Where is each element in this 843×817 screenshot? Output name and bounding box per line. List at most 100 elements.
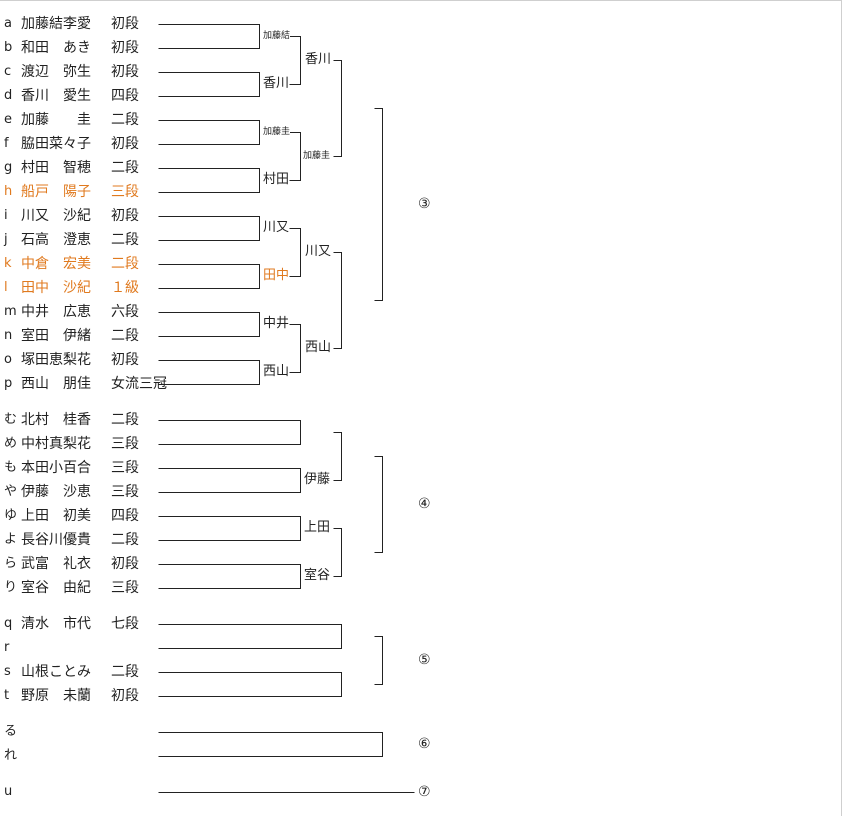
match-yu-yo	[158, 516, 301, 541]
winner-label: 西山	[305, 339, 332, 357]
match-ab	[158, 24, 260, 49]
player-rank: 初段	[111, 556, 139, 572]
winner-label: 香川	[263, 75, 290, 93]
player-name: 北村 桂香	[21, 412, 91, 428]
player-rank: 二段	[111, 232, 139, 248]
slot-letter: よ	[4, 532, 18, 547]
round-marker: ④	[418, 496, 431, 512]
player-name: 野原 未蘭	[21, 688, 91, 704]
player-name: 和田 あき	[21, 40, 91, 56]
match-kl	[158, 264, 260, 289]
player-name: 船戸 陽子	[21, 184, 91, 200]
player-rank: 初段	[111, 16, 139, 32]
player-name: 室田 伊緒	[21, 328, 91, 344]
player-rank: 二段	[111, 256, 139, 272]
player-name: 香川 愛生	[21, 88, 91, 104]
slot-letter: c	[4, 64, 12, 79]
winner-label: 伊藤	[304, 471, 331, 489]
match-gh	[158, 168, 260, 193]
player-name: 加藤 圭	[21, 112, 91, 128]
player-rank: 初段	[111, 208, 139, 224]
slot-letter: h	[4, 184, 13, 199]
match-ef	[158, 120, 260, 145]
winner-label: 加藤結	[263, 27, 291, 45]
player-name: 渡辺 弥生	[21, 64, 91, 80]
player-name: 石高 澄恵	[21, 232, 91, 248]
match-r3-1	[333, 60, 342, 157]
winner-label: 村田	[263, 171, 290, 189]
slot-letter: u	[4, 784, 13, 799]
player-rank: 二段	[111, 112, 139, 128]
winner-label: 室谷	[304, 567, 331, 585]
match-r2-1	[289, 36, 301, 85]
player-name: 川又 沙紀	[21, 208, 91, 224]
match-ru-re	[158, 732, 383, 757]
winner-label: 加藤圭	[303, 147, 331, 165]
match-cd	[158, 72, 260, 97]
player-rank: 三段	[111, 580, 139, 596]
slot-letter: れ	[4, 748, 18, 763]
player-name: 上田 初美	[21, 508, 91, 524]
player-rank: 三段	[111, 484, 139, 500]
winner-label: 中井	[263, 315, 290, 333]
player-name: 中井 広恵	[21, 304, 91, 320]
winner-label: 田中	[263, 267, 290, 285]
player-name: 田中 沙紀	[21, 280, 91, 296]
player-name: 清水 市代	[21, 616, 91, 632]
slot-letter: d	[4, 88, 13, 103]
round-marker: ⑦	[418, 784, 431, 800]
slot-letter: や	[4, 484, 18, 499]
slot-letter: a	[4, 16, 12, 31]
match-r2-4	[289, 324, 301, 373]
round-marker: ③	[418, 196, 431, 212]
slot-letter: p	[4, 376, 13, 391]
player-rank: 二段	[111, 328, 139, 344]
player-rank: 三段	[111, 436, 139, 452]
player-rank: 二段	[111, 412, 139, 428]
slot-letter: q	[4, 616, 13, 631]
winner-label: 加藤圭	[263, 123, 291, 141]
match-r3-4	[333, 528, 342, 577]
group-5-bracket	[374, 636, 383, 685]
winner-label: 川又	[263, 219, 290, 237]
player-name: 加藤結李愛	[21, 16, 91, 32]
player-name: 室谷 由紀	[21, 580, 91, 596]
player-name: 本田小百合	[21, 460, 91, 476]
slot-letter: i	[4, 208, 8, 223]
player-name: 脇田菜々子	[21, 136, 91, 152]
match-st	[158, 672, 342, 697]
player-rank: 三段	[111, 184, 139, 200]
match-r2-3	[289, 228, 301, 277]
slot-letter: m	[4, 304, 17, 319]
player-name: 長谷川優貴	[21, 532, 91, 548]
slot-letter: o	[4, 352, 12, 367]
slot-letter: k	[4, 256, 12, 271]
player-rank: 三段	[111, 460, 139, 476]
round-marker: ⑤	[418, 652, 431, 668]
group-4-bracket	[374, 456, 383, 553]
player-name: 中倉 宏美	[21, 256, 91, 272]
player-rank: 女流三冠	[111, 376, 167, 392]
player-rank: 初段	[111, 64, 139, 80]
slot-letter: g	[4, 160, 13, 175]
slot-letter: r	[4, 640, 10, 655]
match-mo-ya	[158, 468, 301, 493]
player-rank: 初段	[111, 688, 139, 704]
slot-letter: ゆ	[4, 508, 18, 523]
player-rank: 四段	[111, 508, 139, 524]
player-rank: 二段	[111, 532, 139, 548]
slot-letter: l	[4, 280, 8, 295]
player-name: 武富 礼衣	[21, 556, 91, 572]
player-rank: 初段	[111, 40, 139, 56]
player-rank: 四段	[111, 88, 139, 104]
player-rank: 七段	[111, 616, 139, 632]
player-name: 村田 智穂	[21, 160, 91, 176]
match-op	[158, 360, 260, 385]
match-qr	[158, 624, 342, 649]
player-name: 塚田恵梨花	[21, 352, 91, 368]
slot-letter: む	[4, 412, 18, 427]
slot-letter: ら	[4, 556, 18, 571]
player-rank: １級	[111, 280, 139, 296]
